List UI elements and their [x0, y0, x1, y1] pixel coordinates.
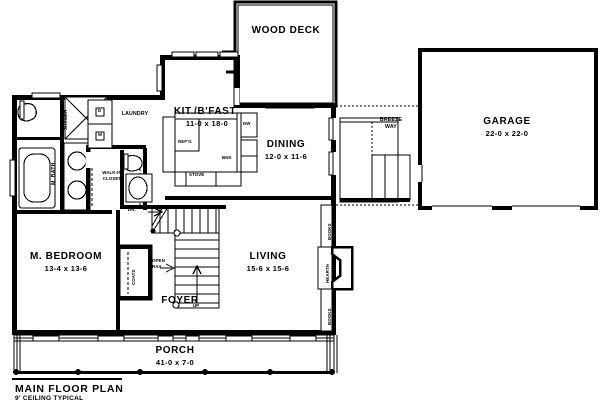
kitchen	[156, 51, 310, 200]
fixture-label-bank: BNK	[222, 155, 232, 160]
room-label-breezeway-line2: WAY	[385, 124, 397, 130]
wood-deck-outline	[233, 0, 338, 108]
room-label-dining: DINING	[266, 139, 306, 150]
porch-right-edge	[333, 335, 338, 373]
plan-title: MAIN FLOOR PLAN	[15, 383, 124, 395]
room-label-breezeway-line1: BREEZE	[379, 117, 403, 123]
bedroom-partition	[116, 210, 120, 334]
room-label-master-bath: M. BATH	[51, 162, 57, 185]
annotation-open-rail-line2: RAIL	[152, 264, 163, 269]
annotation-stair-up: UP	[192, 303, 200, 308]
fixture-label-books-lower: BOOKS	[327, 308, 332, 325]
laundry-room	[86, 99, 146, 210]
room-dim-kitchen: 11-0 x 18-0	[185, 119, 229, 128]
stairs	[146, 205, 226, 309]
fixture-label-washer: W	[98, 132, 103, 137]
room-dim-porch: 41-0 x 7-0	[155, 358, 195, 367]
fixture-label-books-upper: BOOKS	[327, 223, 332, 240]
fixture-label-refrigerator: REF'G	[178, 139, 192, 144]
plan-subtitle: 9' CEILING TYPICAL	[15, 395, 84, 402]
room-label-master-bedroom: M. BEDROOM	[29, 251, 103, 262]
front-windows	[32, 335, 317, 342]
room-label-garage: GARAGE	[483, 116, 531, 127]
room-label-living: LIVING	[249, 251, 287, 262]
annotation-open-rail-line1: OPEN	[152, 258, 165, 263]
room-label-foyer: FOYER	[161, 295, 199, 306]
fixture-label-dryer: D	[98, 108, 102, 113]
room-label-kitchen: KIT./B'FAST	[173, 106, 237, 117]
room-dim-dining: 12-0 x 11-6	[264, 152, 308, 161]
room-label-closet-line2: CLOSET	[102, 176, 122, 181]
coat-closet	[119, 244, 153, 301]
fixture-label-shower: SHOWER	[63, 109, 68, 130]
room-dim-living: 15-6 x 15-6	[246, 264, 290, 273]
hearth-fireplace	[317, 204, 354, 332]
room-label-porch: PORCH	[155, 345, 195, 356]
fixture-label-dishwasher: DW	[243, 121, 251, 126]
room-label-laundry: LAUNDRY	[121, 111, 149, 117]
room-label-wood-deck: WOOD DECK	[251, 25, 321, 36]
room-dim-master-bedroom: 13-4 x 13-6	[44, 264, 88, 273]
fixture-label-stove: STOVE	[189, 172, 205, 177]
fixture-label-coats: COATS	[131, 269, 136, 285]
breezeway	[339, 117, 411, 203]
annotation-stair-down: DN.	[128, 207, 136, 212]
powder-room	[120, 150, 165, 209]
room-dim-garage: 22-0 x 22-0	[485, 129, 529, 138]
porch-rail	[13, 369, 335, 375]
breezeway-link	[336, 105, 420, 206]
room-label-closet-line1: WALK-IN	[102, 170, 122, 175]
dining-room	[241, 117, 336, 200]
title-rule	[12, 378, 122, 380]
fixture-label-hearth: HEARTH	[325, 264, 330, 283]
garage-outline	[418, 48, 598, 210]
